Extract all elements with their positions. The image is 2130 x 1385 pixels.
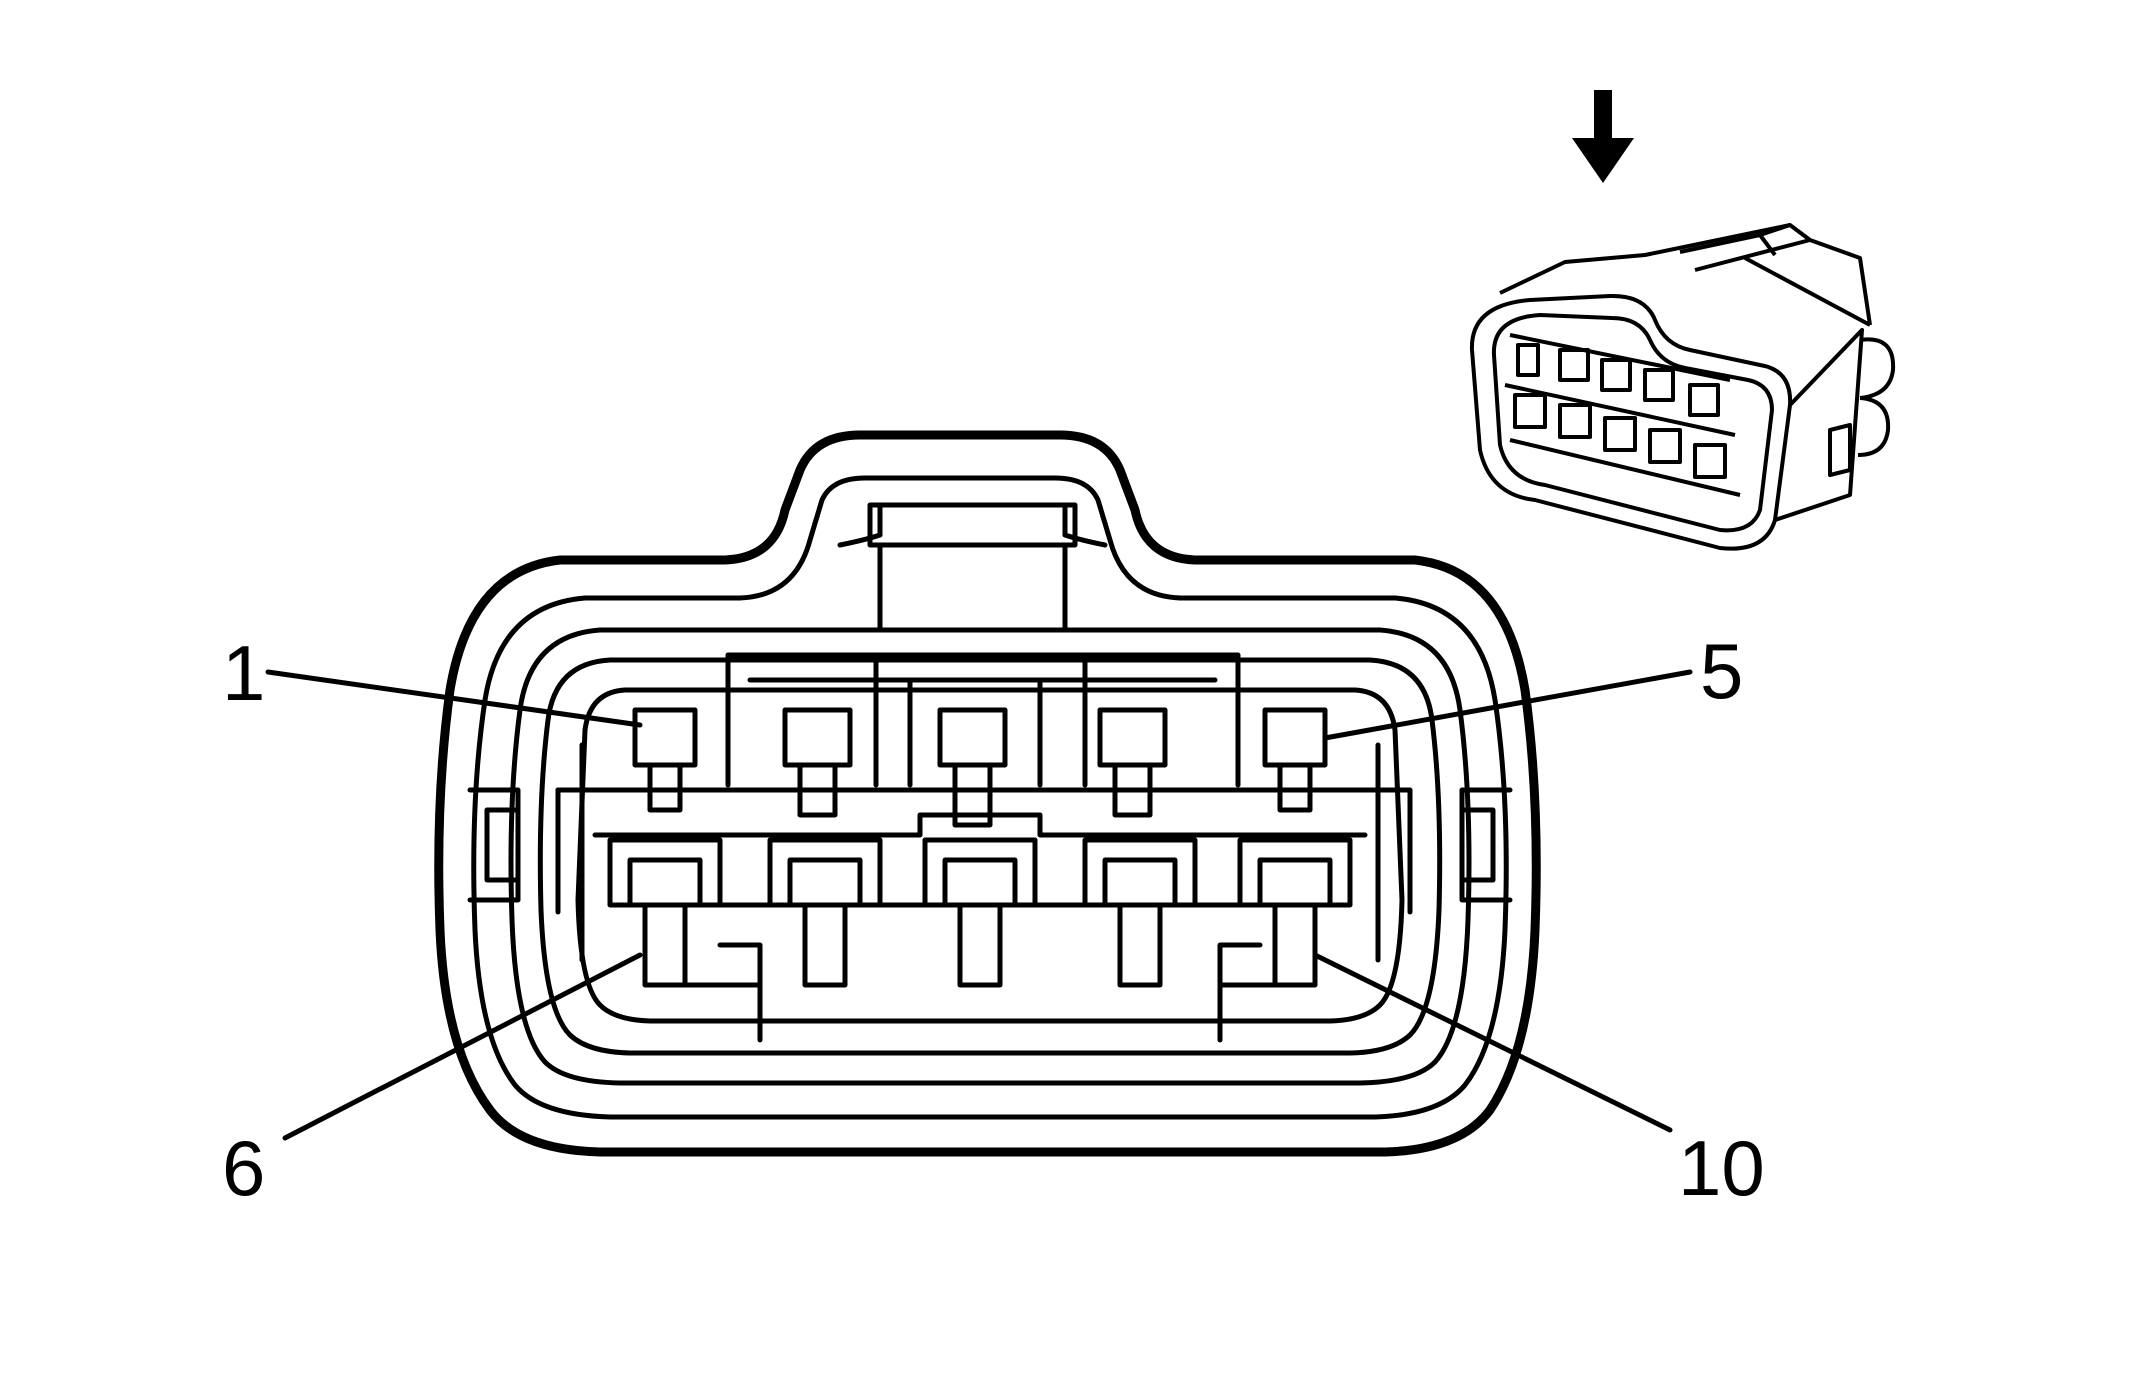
pin-label-10: 10 bbox=[1678, 1124, 1765, 1212]
terminal-2 bbox=[782, 707, 853, 818]
terminal-row-bottom bbox=[607, 837, 1353, 988]
connector-perspective-icon bbox=[1469, 223, 1896, 551]
terminal-9 bbox=[1082, 837, 1198, 988]
right-side-tab bbox=[1459, 787, 1513, 903]
housing-outer bbox=[434, 430, 1541, 1157]
connector-face bbox=[434, 430, 1541, 1157]
leader-line-1 bbox=[265, 669, 643, 728]
internal-structure bbox=[555, 652, 1413, 1043]
terminal-1 bbox=[632, 707, 698, 813]
terminal-5 bbox=[1262, 707, 1328, 813]
top-latch bbox=[837, 502, 1108, 633]
left-side-tab bbox=[467, 787, 521, 903]
terminal-7 bbox=[767, 837, 883, 988]
leader-line-6 bbox=[282, 952, 643, 1141]
terminal-6 bbox=[607, 837, 723, 988]
terminal-8 bbox=[922, 837, 1038, 988]
inset-pins bbox=[1504, 333, 1741, 497]
leader-line-10 bbox=[1312, 952, 1673, 1133]
terminal-10 bbox=[1237, 837, 1353, 988]
pin-label-5: 5 bbox=[1700, 627, 1743, 715]
pin-label-1: 1 bbox=[222, 629, 265, 717]
terminal-4 bbox=[1097, 707, 1168, 818]
housing-inner-3 bbox=[537, 657, 1443, 1056]
housing-inner-2 bbox=[508, 627, 1472, 1086]
leader-lines bbox=[265, 669, 1693, 1141]
latch-bar bbox=[867, 502, 1078, 548]
leader-line-5 bbox=[1322, 669, 1693, 741]
terminal-row-top bbox=[632, 707, 1328, 828]
pin-label-6: 6 bbox=[222, 1124, 265, 1212]
housing-inner-1 bbox=[471, 475, 1509, 1120]
housing-cavity bbox=[575, 687, 1405, 1024]
down-arrow-icon bbox=[1572, 90, 1634, 183]
terminal-3 bbox=[937, 707, 1008, 828]
